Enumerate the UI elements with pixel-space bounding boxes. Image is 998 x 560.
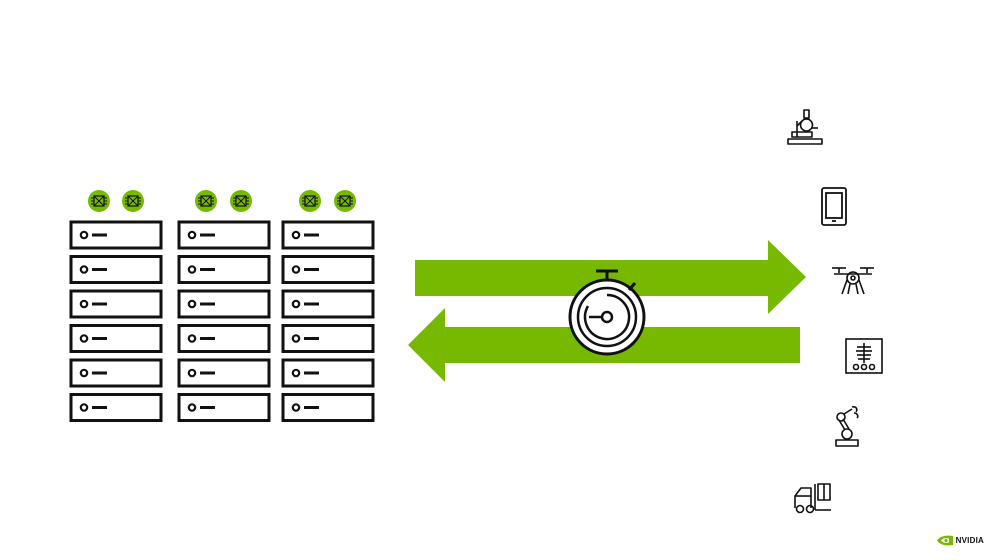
server-unit: [177, 220, 271, 250]
gpu-chip-icon: [122, 190, 144, 212]
gpu-chip-icon: [299, 190, 321, 212]
server-unit: [69, 220, 163, 250]
server-unit: [69, 324, 163, 353]
arrow-right: [415, 240, 806, 314]
server-unit: [281, 324, 375, 353]
server-unit: [177, 324, 271, 353]
rack-column: [69, 190, 163, 422]
gpu-chip-icon: [334, 190, 356, 212]
xray-icon: [845, 338, 883, 374]
smartphone-icon: [821, 187, 847, 226]
forklift-icon: [794, 483, 831, 514]
microscope-icon: [787, 109, 823, 145]
nvidia-logo: NVIDIA: [936, 535, 984, 546]
server-unit: [281, 393, 375, 422]
server-unit: [281, 289, 375, 319]
server-unit: [281, 220, 375, 250]
gpu-chip-icon: [195, 190, 217, 212]
server-unit: [177, 393, 271, 422]
server-unit: [281, 255, 375, 284]
gpu-chip-icon: [88, 190, 110, 212]
server-unit: [177, 289, 271, 319]
server-racks: [69, 190, 375, 422]
server-unit: [177, 358, 271, 388]
server-unit: [281, 358, 375, 388]
drone-icon: [832, 267, 874, 295]
server-unit: [69, 393, 163, 422]
rack-column: [177, 190, 271, 422]
server-unit: [69, 289, 163, 319]
gpu-chip-icon: [230, 190, 252, 212]
server-unit: [69, 255, 163, 284]
robotic-arm-icon: [835, 406, 859, 447]
rack-column: [281, 190, 375, 422]
server-unit: [69, 358, 163, 388]
stopwatch-icon: [568, 269, 646, 356]
nvidia-eye-icon: [936, 535, 953, 546]
brand-name: NVIDIA: [955, 536, 984, 545]
edge-devices: [787, 109, 883, 514]
server-unit: [177, 255, 271, 284]
